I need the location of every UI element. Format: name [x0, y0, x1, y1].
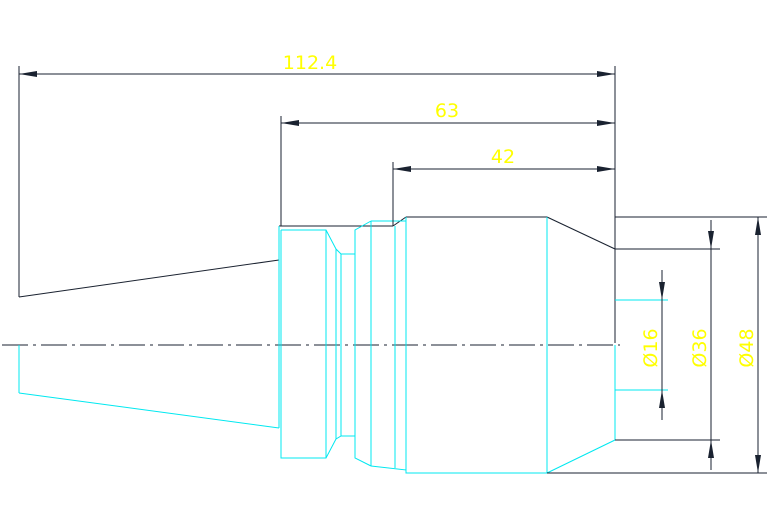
dimension-dia-16: Ø16 — [640, 270, 665, 420]
dimension-dia-36: Ø36 — [615, 220, 720, 470]
dimension-text-dia-16: Ø16 — [640, 328, 662, 367]
dimension-overall-length: 112.4 — [18, 52, 616, 297]
dimension-text-dia-48: Ø48 — [736, 328, 758, 367]
part-profile-cyan — [18, 217, 668, 474]
dimension-text-63: 63 — [435, 100, 459, 122]
dimension-text-42: 42 — [491, 146, 515, 168]
dimension-dia-48: Ø48 — [547, 216, 767, 474]
dimension-text-112-4: 112.4 — [283, 52, 337, 74]
dimension-short-length: 42 — [392, 146, 615, 226]
dimension-mid-length: 63 — [280, 100, 615, 226]
dimension-text-dia-36: Ø36 — [689, 328, 711, 367]
part-outline-upper — [18, 216, 616, 343]
